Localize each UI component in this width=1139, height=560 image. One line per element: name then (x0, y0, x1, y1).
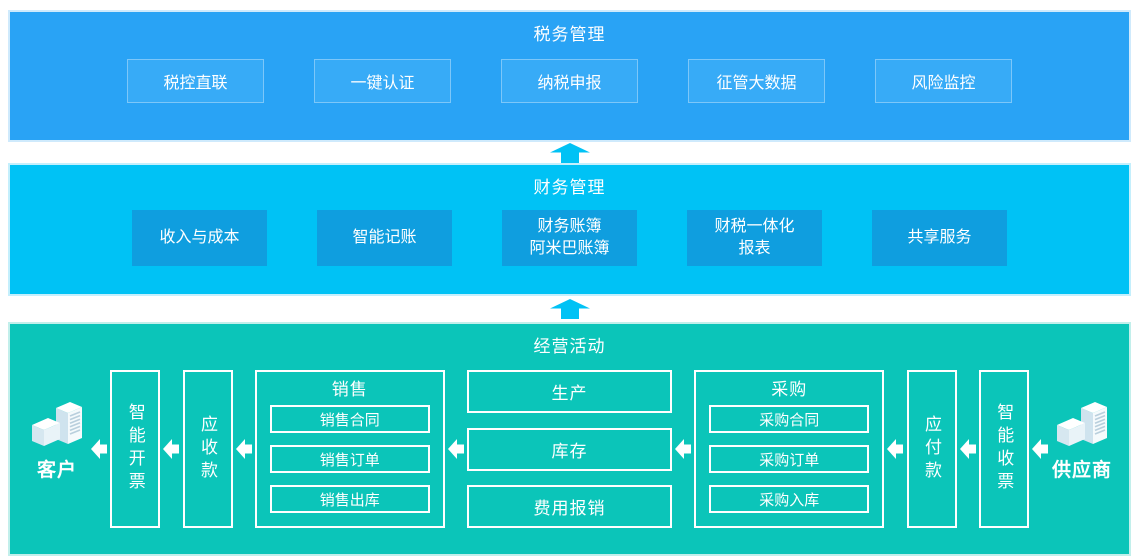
sales-group-items: 销售合同 销售订单 销售出库 (257, 405, 443, 513)
layer-gap (0, 296, 1139, 322)
purchase-item-box: 采购入库 (709, 485, 870, 513)
production-column: 生产 库存 费用报销 (467, 370, 672, 528)
flow-arrow (163, 436, 180, 462)
left-arrow-icon (163, 439, 180, 459)
smart-receipt-box: 智能收票 (978, 370, 1029, 528)
layer-gap (0, 142, 1139, 163)
purchase-group-items: 采购合同 采购订单 采购入库 (696, 405, 882, 513)
accounts-receivable-box: 应收款 (182, 370, 233, 528)
expense-box: 费用报销 (467, 485, 672, 528)
sales-group: 销售 销售合同 销售订单 销售出库 (254, 370, 445, 528)
left-arrow-icon (959, 439, 976, 459)
finance-box-row: 收入与成本 智能记账 财务账簿 阿米巴账簿 财税一体化 报表 共享服务 (10, 210, 1129, 266)
purchase-group-title: 采购 (771, 380, 808, 399)
production-box: 生产 (467, 370, 672, 413)
tax-item-box: 征管大数据 (688, 59, 825, 103)
flow-arrow (91, 436, 108, 462)
left-arrow-icon (91, 439, 108, 459)
tax-management-layer: 税务管理 税控直联 一键认证 纳税申报 征管大数据 风险监控 (8, 10, 1131, 142)
tax-layer-title: 税务管理 (533, 25, 606, 44)
tax-box-row: 税控直联 一键认证 纳税申报 征管大数据 风险监控 (10, 59, 1129, 103)
tax-item-box: 税控直联 (127, 59, 264, 103)
inventory-box: 库存 (467, 427, 672, 471)
left-arrow-icon (1031, 439, 1048, 459)
customer-label: 客户 (36, 460, 77, 481)
sales-group-title: 销售 (331, 380, 368, 399)
finance-item-box: 财务账簿 阿米巴账簿 (502, 210, 637, 266)
supplier-label: 供应商 (1051, 460, 1112, 481)
finance-item-box: 智能记账 (317, 210, 452, 266)
sales-item-box: 销售合同 (269, 405, 430, 433)
up-arrow-icon (549, 142, 590, 163)
finance-item-box: 财税一体化 报表 (687, 210, 822, 266)
business-activity-layer: 经营活动 客户 (8, 322, 1131, 556)
finance-item-box: 共享服务 (872, 210, 1007, 266)
left-arrow-icon (235, 439, 252, 459)
sales-item-box: 销售出库 (269, 485, 430, 513)
sales-item-box: 销售订单 (269, 445, 430, 473)
finance-layer-title: 财务管理 (533, 178, 606, 197)
purchase-item-box: 采购订单 (709, 445, 870, 473)
customer-building-icon (32, 402, 82, 446)
tax-item-box: 风险监控 (875, 59, 1012, 103)
left-arrow-icon (887, 439, 904, 459)
tax-item-box: 一键认证 (314, 59, 451, 103)
supplier-building-icon (1057, 402, 1107, 446)
supplier-entity: 供应商 (1051, 400, 1113, 482)
tax-item-box: 纳税申报 (501, 59, 638, 103)
left-arrow-icon (675, 439, 692, 459)
customer-entity: 客户 (26, 400, 88, 482)
purchase-item-box: 采购合同 (709, 405, 870, 433)
flow-arrow (235, 436, 252, 462)
flow-arrow (1031, 436, 1048, 462)
accounts-payable-box: 应付款 (906, 370, 957, 528)
left-arrow-icon (447, 439, 464, 459)
business-layer-title: 经营活动 (533, 337, 606, 356)
flow-arrow (887, 436, 904, 462)
finance-management-layer: 财务管理 收入与成本 智能记账 财务账簿 阿米巴账簿 财税一体化 报表 共享服务 (8, 163, 1131, 296)
purchase-group: 采购 采购合同 采购订单 采购入库 (694, 370, 885, 528)
flow-arrow (675, 436, 692, 462)
up-arrow-icon (549, 299, 590, 319)
business-flow-row: 客户 智能开票 应收款 (10, 370, 1129, 528)
flow-arrow (959, 436, 976, 462)
flow-arrow (447, 436, 464, 462)
finance-item-box: 收入与成本 (132, 210, 267, 266)
smart-invoicing-box: 智能开票 (110, 370, 161, 528)
